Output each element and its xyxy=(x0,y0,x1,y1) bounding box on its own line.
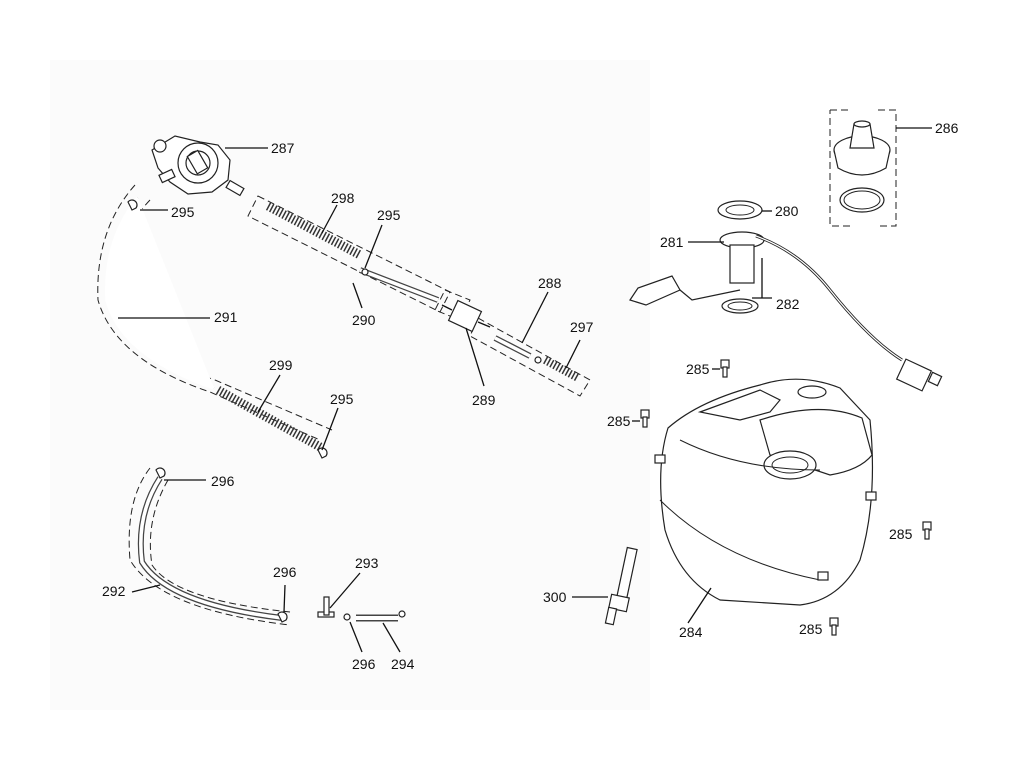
label-284: 284 xyxy=(679,624,703,640)
label-285-c: 285 xyxy=(889,526,913,542)
bolt-285-c xyxy=(922,521,932,540)
label-298: 298 xyxy=(331,190,355,206)
label-289: 289 xyxy=(472,392,496,408)
hose-292-part xyxy=(128,467,291,626)
label-296-bottom: 296 xyxy=(352,656,376,672)
background-watermark xyxy=(50,60,650,710)
label-291: 291 xyxy=(214,309,238,325)
bolt-285-d xyxy=(829,617,839,636)
fuel-cap-part xyxy=(829,109,897,227)
hose-291-part xyxy=(97,184,333,459)
label-299: 299 xyxy=(269,357,293,373)
label-280: 280 xyxy=(775,203,799,219)
label-294: 294 xyxy=(391,656,415,672)
label-282: 282 xyxy=(776,296,800,312)
label-295-top: 295 xyxy=(171,204,195,220)
label-292: 292 xyxy=(102,583,126,599)
fuel-level-sensor-part xyxy=(629,200,943,392)
label-295-mid: 295 xyxy=(377,207,401,223)
bolt-285-b xyxy=(640,409,650,428)
drain-tube-part xyxy=(604,546,638,626)
fuel-cock-part xyxy=(151,135,245,197)
label-295-bottom: 295 xyxy=(330,391,354,407)
fuel-line-assembly-part xyxy=(247,195,591,397)
label-287: 287 xyxy=(271,140,295,156)
bolt-285-a xyxy=(720,359,730,378)
label-285-a: 285 xyxy=(686,361,710,377)
label-290: 290 xyxy=(352,312,376,328)
label-285-b: 285 xyxy=(607,413,631,429)
label-293: 293 xyxy=(355,555,379,571)
label-285-d: 285 xyxy=(799,621,823,637)
label-296-right: 296 xyxy=(273,564,297,580)
label-288: 288 xyxy=(538,275,562,291)
label-300: 300 xyxy=(543,589,567,605)
tee-fitting-part xyxy=(317,596,406,622)
label-281: 281 xyxy=(660,234,684,250)
label-286: 286 xyxy=(935,120,959,136)
label-296-top: 296 xyxy=(211,473,235,489)
fuel-tank-part xyxy=(654,378,877,606)
label-297: 297 xyxy=(570,319,594,335)
